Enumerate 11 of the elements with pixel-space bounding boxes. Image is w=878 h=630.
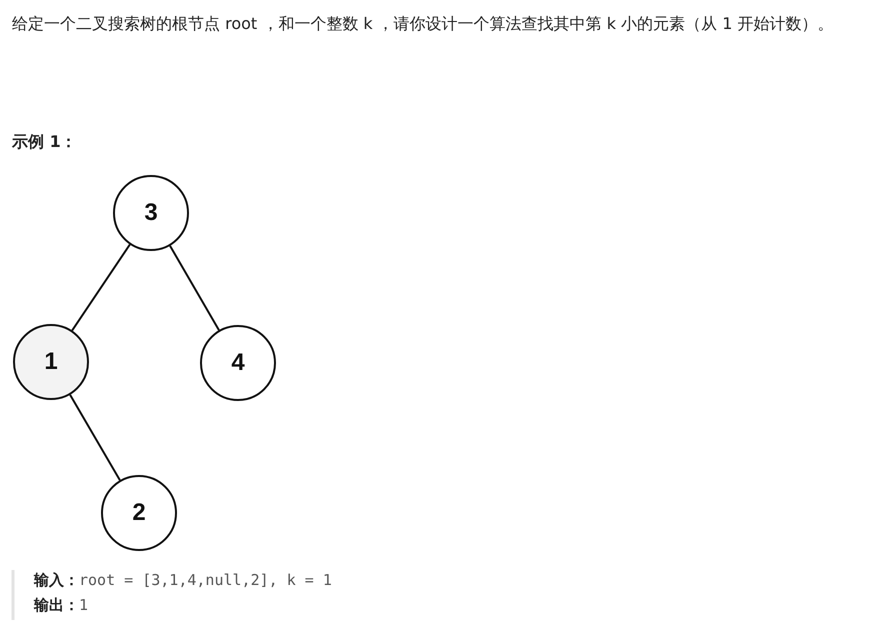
tree-edge xyxy=(71,244,131,331)
example-heading: 示例 1： xyxy=(12,132,77,153)
problem-statement: 给定一个二叉搜索树的根节点 root ，和一个整数 k ，请你设计一个算法查找其中第 k 小的元素（从 1 开始计数）。 xyxy=(12,13,834,35)
node-value: 1 xyxy=(44,348,58,376)
tree-edge xyxy=(169,245,220,331)
node-value: 2 xyxy=(132,499,146,527)
tree-edge xyxy=(69,394,121,481)
output-line: 输出：1 xyxy=(34,596,88,615)
node-value: 3 xyxy=(144,199,158,227)
node-value: 4 xyxy=(231,349,245,377)
input-line: 输入：root = [3,1,4,null,2], k = 1 xyxy=(34,571,332,590)
